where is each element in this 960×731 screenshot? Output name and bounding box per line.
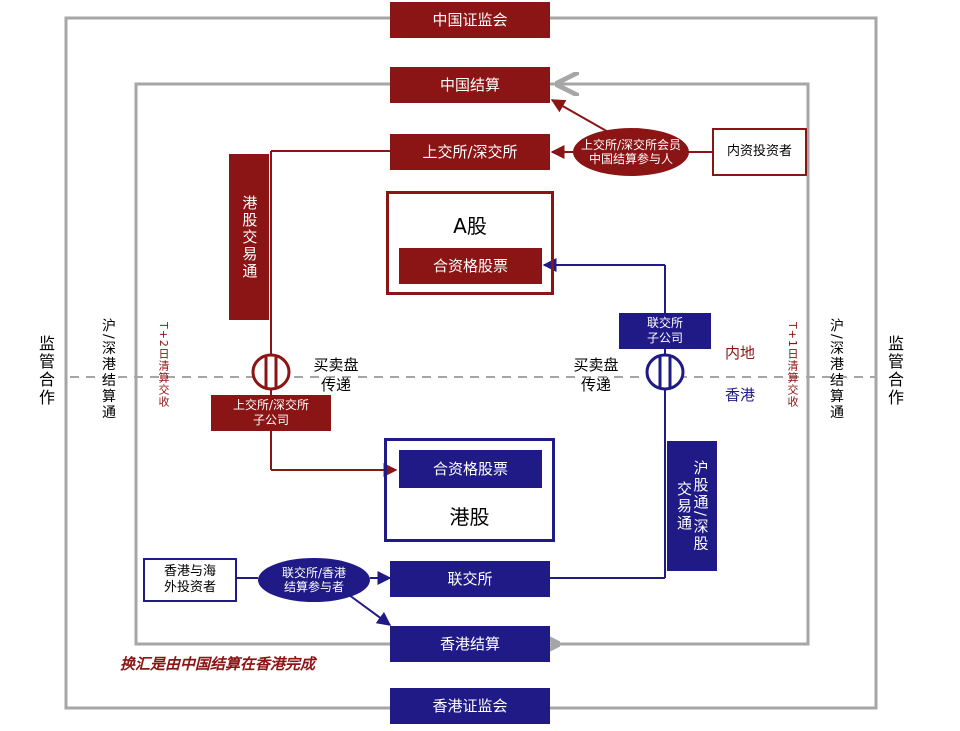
northbound-connector-icon xyxy=(645,353,685,391)
sehk-subsidiary-box: 联交所 子公司 xyxy=(619,313,711,349)
clearing-link-label-right: 沪/深港结算通 xyxy=(828,318,844,421)
regulatory-label-right: 监管合作 xyxy=(885,335,904,407)
hk-share-panel: 港股 xyxy=(384,438,555,542)
t1-settlement-label: T+1日清算交收 xyxy=(786,322,799,408)
clearing-link-label-left: 沪/深港结算通 xyxy=(100,318,116,421)
hongkong-label: 香港 xyxy=(724,386,755,404)
regulatory-label-left: 监管合作 xyxy=(36,335,55,407)
a-share-title: A股 xyxy=(453,214,487,238)
sse-subsidiary-box: 上交所/深交所 子公司 xyxy=(211,395,331,431)
t2-settlement-label: T+2日清算交收 xyxy=(157,322,170,408)
northbound-label: 沪股通/深股 交易通 xyxy=(667,441,717,571)
domestic-investor-box: 内资投资者 xyxy=(712,128,807,176)
southbound-label: 港股交易通 xyxy=(229,154,269,320)
sse-szse-box: 上交所/深交所 xyxy=(390,134,550,170)
mainland-label: 内地 xyxy=(724,344,755,362)
a-share-panel: A股 xyxy=(386,191,554,295)
order-routing-right: 买卖盘 传递 xyxy=(573,356,619,394)
hk-stocks-box: 合资格股票 xyxy=(399,450,542,488)
a-share-stocks-box: 合资格股票 xyxy=(399,248,542,284)
sfc-box: 香港证监会 xyxy=(390,688,550,724)
fx-note: 换汇是由中国结算在香港完成 xyxy=(120,655,316,673)
hk-share-title: 港股 xyxy=(449,505,490,529)
csrc-box: 中国证监会 xyxy=(390,2,550,38)
order-routing-left: 买卖盘 传递 xyxy=(313,356,359,394)
chinaclear-box: 中国结算 xyxy=(390,67,550,103)
hk-overseas-investor-box: 香港与海 外投资者 xyxy=(143,558,237,602)
sehk-box: 联交所 xyxy=(390,561,550,597)
hkscc-box: 香港结算 xyxy=(390,626,550,662)
sse-member-ellipse: 上交所/深交所会员 中国结算参与人 xyxy=(573,128,689,176)
southbound-connector-icon xyxy=(251,353,291,391)
sehk-member-ellipse: 联交所/香港 结算参与者 xyxy=(258,558,370,602)
